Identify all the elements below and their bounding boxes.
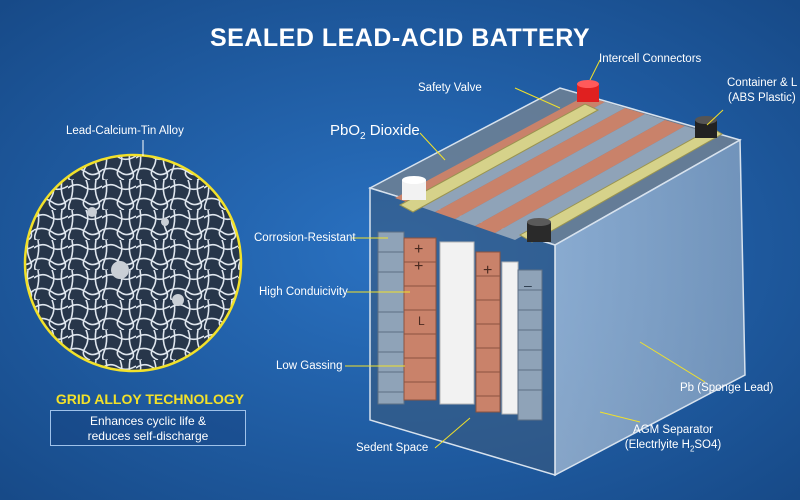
grid-alloy-line2: reduces self-discharge <box>87 429 209 443</box>
label-agm-subscript: 2 <box>689 444 695 454</box>
label-pbo2-text: PbO <box>330 122 361 139</box>
label-container-line2: (ABS Plastic) <box>728 92 796 104</box>
plate-sign-mid: L <box>418 314 425 328</box>
label-pbo2-dioxide: PbO2 Dioxide <box>330 122 420 144</box>
front-plate-stack <box>377 231 543 421</box>
grid-alloy-line1: Enhances cyclic life & <box>89 414 207 428</box>
grid-alloy-description-box: Enhances cyclic life & reduces self-disc… <box>50 410 246 446</box>
negative-terminal-black <box>695 116 717 138</box>
label-pbo2-subscript: 2 <box>360 131 366 142</box>
label-low-gassing: Low Gassing <box>276 360 343 372</box>
label-agm-text-a: (Electrlyite H <box>624 439 690 451</box>
positive-plate-grid-lines <box>404 261 500 397</box>
label-corrosion-resistant: Corrosion-Resistant <box>254 232 356 244</box>
positive-terminal-red <box>577 80 599 102</box>
leader-lines <box>345 59 724 449</box>
label-intercell-connectors: Intercell Connectors <box>599 53 702 65</box>
plate-sign-minus: – <box>524 277 532 293</box>
label-safety-valve: Safety Valve <box>418 82 482 94</box>
plate-sign-plus: + <box>414 258 424 275</box>
label-pb-sponge-lead: Pb (Sponge Lead) <box>680 382 774 394</box>
label-sedent-space: Sedent Space <box>356 442 429 454</box>
label-lead-calcium-tin-alloy: Lead-Calcium-Tin Alloy <box>66 125 184 137</box>
label-agm-separator-line2: (Electrlyite H2SO4) <box>603 438 743 456</box>
label-pbo2-suffix: Dioxide <box>365 122 420 139</box>
label-container-line1: Container & L <box>727 77 798 89</box>
label-agm-separator-line1: AGM Separator <box>633 424 713 436</box>
plate-sign-plus: + <box>414 241 424 258</box>
grid-alloy-circle-border <box>23 153 243 373</box>
positive-terminal-white <box>402 176 426 200</box>
intercell-connector-bar <box>398 103 600 213</box>
negative-terminal-black <box>527 218 551 242</box>
grid-alloy-heading: GRID ALLOY TECHNOLOGY <box>55 391 245 407</box>
label-high-conductivity: High Conduicivity <box>259 286 348 298</box>
page-title: SEALED LEAD-ACID BATTERY <box>209 24 591 52</box>
grid-alloy-magnified-circle <box>25 155 241 371</box>
plate-sign-plus: + <box>483 262 493 279</box>
label-agm-text-b: SO4) <box>694 439 722 451</box>
